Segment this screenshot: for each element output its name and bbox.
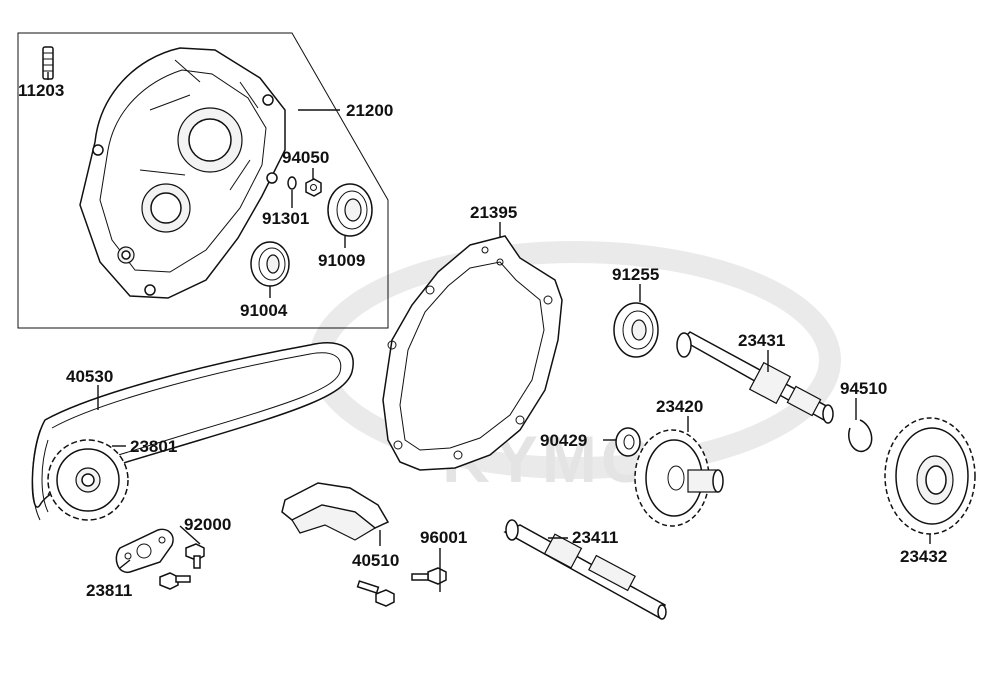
label-91255[interactable]: 91255 xyxy=(612,265,659,284)
stud-bolt-11203[interactable] xyxy=(42,46,54,80)
inset-box xyxy=(17,32,389,329)
bearing-91009[interactable] xyxy=(327,183,373,237)
gear-23420[interactable] xyxy=(634,429,724,527)
label-94510[interactable]: 94510 xyxy=(840,379,887,398)
oring-91301[interactable] xyxy=(287,176,297,190)
label-23420[interactable]: 23420 xyxy=(656,397,703,416)
label-40530[interactable]: 40530 xyxy=(66,367,113,386)
gear-23432[interactable] xyxy=(884,417,976,535)
label-92000[interactable]: 92000 xyxy=(184,515,231,534)
drive-shaft-23411[interactable] xyxy=(503,519,667,620)
circlip-94510[interactable] xyxy=(848,419,873,453)
label-23432[interactable]: 23432 xyxy=(900,547,947,566)
counter-shaft-23431[interactable] xyxy=(676,331,834,424)
label-91004[interactable]: 91004 xyxy=(240,301,288,320)
label-96001[interactable]: 96001 xyxy=(420,528,467,547)
label-21200[interactable]: 21200 xyxy=(346,101,393,120)
bearing-91255[interactable] xyxy=(613,302,659,358)
bolts-92000[interactable] xyxy=(159,543,205,590)
label-91301[interactable]: 91301 xyxy=(262,209,309,228)
part-labels: 11203 21200 94050 91301 91009 91004 2139… xyxy=(18,81,947,600)
leader-lines xyxy=(47,72,931,592)
lock-plate-23811[interactable] xyxy=(115,528,174,573)
label-40510[interactable]: 40510 xyxy=(352,551,399,570)
gasket-21395[interactable] xyxy=(382,235,563,471)
bearing-91004[interactable] xyxy=(250,241,290,287)
label-23801[interactable]: 23801 xyxy=(130,437,177,456)
washer-90429[interactable] xyxy=(615,427,641,457)
nut-94050[interactable] xyxy=(305,178,322,197)
label-90429[interactable]: 90429 xyxy=(540,431,587,450)
label-23431[interactable]: 23431 xyxy=(738,331,785,350)
sprocket-23801[interactable] xyxy=(47,439,129,521)
label-23811[interactable]: 23811 xyxy=(86,581,132,600)
label-91009[interactable]: 91009 xyxy=(318,251,365,270)
label-21395[interactable]: 21395 xyxy=(470,203,517,222)
transmission-cover-21200[interactable] xyxy=(79,47,286,299)
label-23411[interactable]: 23411 xyxy=(572,528,618,547)
label-11203[interactable]: 11203 xyxy=(18,81,64,100)
label-94050[interactable]: 94050 xyxy=(282,148,329,167)
chain-guide-40510[interactable] xyxy=(281,482,390,541)
bolts-96001[interactable] xyxy=(356,567,447,607)
